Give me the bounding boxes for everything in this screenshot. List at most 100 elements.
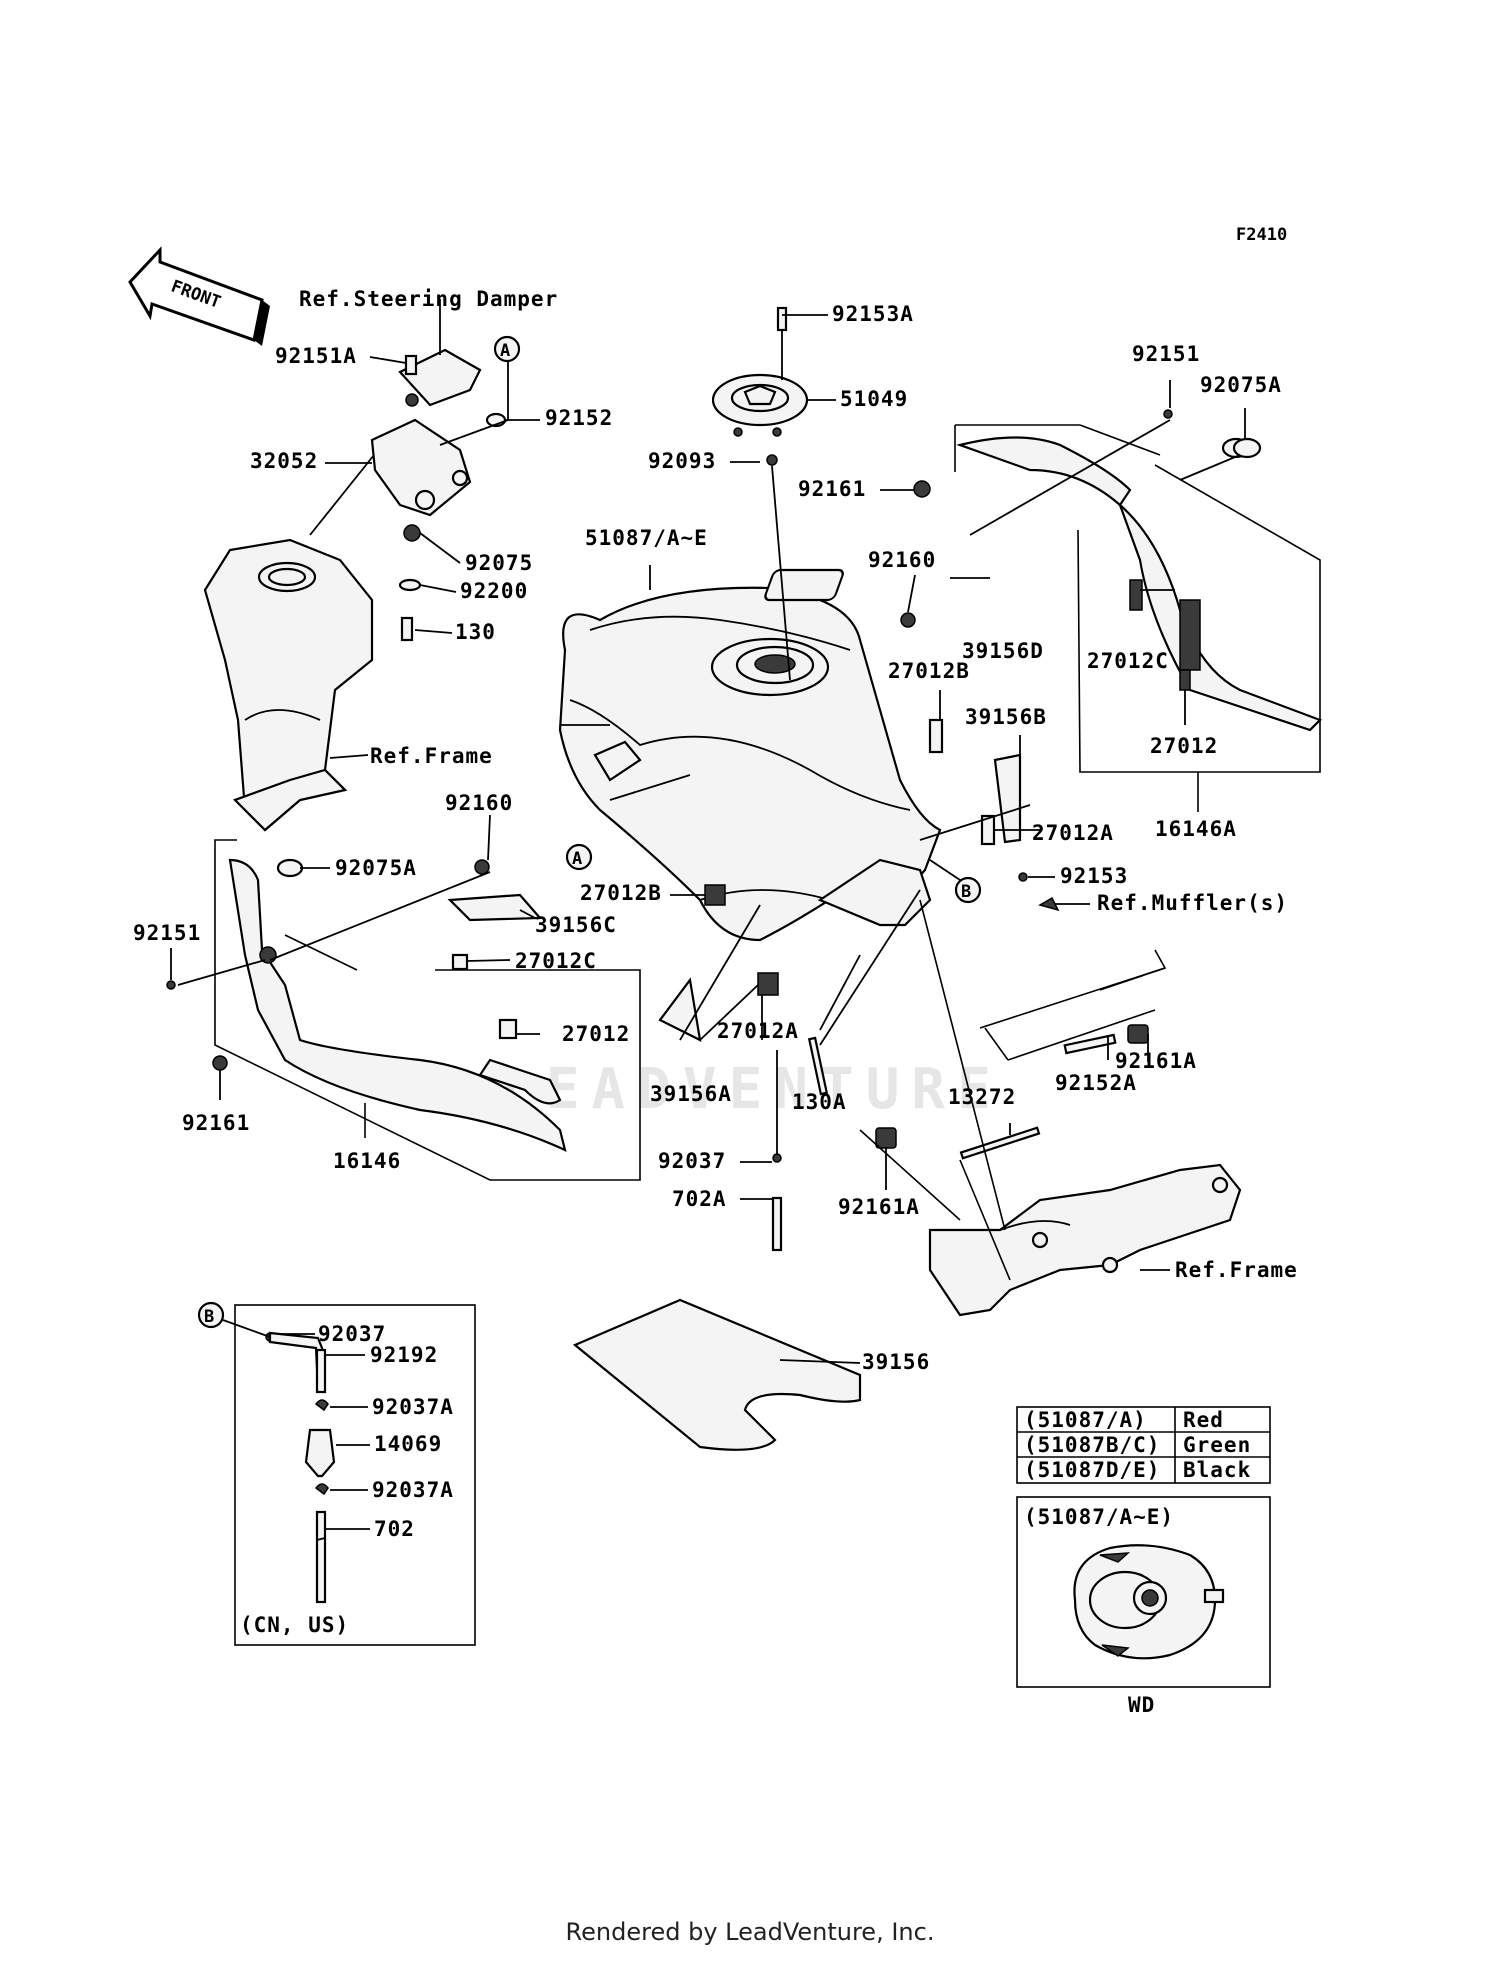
leaders-tank bbox=[560, 314, 1040, 881]
cap-92075A-right bbox=[1232, 437, 1262, 459]
label-92153A: 92153A bbox=[832, 302, 914, 326]
label-27012B-top: 27012B bbox=[888, 659, 970, 683]
label-92151-left: 92151 bbox=[133, 921, 201, 945]
leaders-lower-left bbox=[170, 814, 921, 1200]
label-27012A-mid: 27012A bbox=[717, 1019, 799, 1043]
color-table: (51087/A) Red (51087B/C) Green (51087D/E… bbox=[1016, 1406, 1271, 1484]
pad-39156D bbox=[764, 568, 844, 602]
label-92160-left: 92160 bbox=[445, 791, 513, 815]
label-51049: 51049 bbox=[840, 387, 908, 411]
frame-lower-right bbox=[859, 899, 1167, 1281]
leaders-right bbox=[969, 380, 1246, 725]
bolt-92151-right bbox=[1163, 409, 1173, 419]
rear-frame-part bbox=[928, 1163, 1242, 1317]
ref-frame-left: Ref.Frame bbox=[370, 744, 493, 768]
label-27012-left: 27012 bbox=[562, 1022, 630, 1046]
pad-39156C bbox=[447, 893, 543, 922]
tank-top-view bbox=[1073, 1544, 1225, 1660]
label-14069: 14069 bbox=[374, 1432, 442, 1456]
label-16146: 16146 bbox=[333, 1149, 401, 1173]
fuel-cap-51049 bbox=[711, 373, 809, 437]
pad-27012B-mid bbox=[704, 884, 726, 906]
label-27012B-mid: 27012B bbox=[580, 881, 662, 905]
marker-b-inset bbox=[197, 1301, 225, 1329]
label-27012C-right: 27012C bbox=[1087, 649, 1169, 673]
label-130: 130 bbox=[455, 620, 496, 644]
leaders-lower-right bbox=[885, 876, 1170, 1271]
frame-16146A bbox=[954, 424, 1321, 812]
label-92160-top: 92160 bbox=[868, 548, 936, 572]
bolt-92153A bbox=[776, 306, 788, 332]
label-92075A-right: 92075A bbox=[1200, 373, 1282, 397]
marker-a-mid-label: A bbox=[572, 849, 582, 869]
label-32052: 32052 bbox=[250, 449, 318, 473]
grommet-92075 bbox=[403, 524, 421, 542]
label-16146A: 16146A bbox=[1155, 817, 1237, 841]
color-row-2-code: (51087B/C) bbox=[1024, 1433, 1160, 1457]
label-cn-us: (CN, US) bbox=[240, 1613, 349, 1637]
color-row-2-color: Green bbox=[1183, 1433, 1251, 1457]
label-92151-right: 92151 bbox=[1132, 342, 1200, 366]
hose-702A bbox=[771, 1196, 783, 1252]
damper-92161A-right bbox=[1127, 1024, 1149, 1044]
footer-credit: Rendered by LeadVenture, Inc. bbox=[565, 1918, 935, 1946]
watermark: LEADVENTURE bbox=[500, 1057, 1003, 1122]
marker-a-top-label: A bbox=[500, 341, 510, 361]
collar-92152A bbox=[1063, 1033, 1117, 1055]
marker-b-mid-label: B bbox=[961, 882, 971, 902]
pad-39156B bbox=[993, 753, 1022, 844]
wd-box bbox=[1016, 1496, 1271, 1688]
label-39156D: 39156D bbox=[962, 639, 1044, 663]
label-92075A-left: 92075A bbox=[335, 856, 417, 880]
label-51087: 51087/A~E bbox=[585, 526, 708, 550]
pad-39156A bbox=[658, 977, 702, 1042]
bolt-130 bbox=[400, 616, 414, 642]
breather-assembly bbox=[265, 1331, 336, 1604]
figure-code: F2410 bbox=[1236, 225, 1287, 245]
label-39156: 39156 bbox=[862, 1350, 930, 1374]
label-13272: 13272 bbox=[948, 1085, 1016, 1109]
grommet-92161-left bbox=[212, 1055, 228, 1071]
label-130A: 130A bbox=[792, 1090, 847, 1114]
marker-a-top bbox=[493, 335, 521, 363]
marker-b-inset-label: B bbox=[204, 1307, 214, 1327]
grommet-92160-left bbox=[474, 859, 490, 875]
cap-92075A-left bbox=[276, 858, 304, 878]
rod-13272 bbox=[959, 1126, 1041, 1160]
grommet-92160-top bbox=[900, 612, 916, 628]
pad-27012C-left bbox=[451, 953, 469, 971]
pad-27012A-mid bbox=[757, 972, 779, 996]
wd-label: WD bbox=[1128, 1693, 1155, 1717]
label-702: 702 bbox=[374, 1517, 415, 1541]
label-92037-mid: 92037 bbox=[658, 1149, 726, 1173]
clamp-92037-mid bbox=[772, 1153, 782, 1163]
ref-steering-damper: Ref.Steering Damper bbox=[299, 287, 558, 311]
damper-92161A-mid bbox=[875, 1127, 897, 1149]
label-92152: 92152 bbox=[545, 406, 613, 430]
front-frame-part bbox=[203, 538, 374, 832]
label-92093: 92093 bbox=[648, 449, 716, 473]
pad-27012B-top bbox=[928, 718, 944, 754]
label-39156B: 39156B bbox=[965, 705, 1047, 729]
label-92153: 92153 bbox=[1060, 864, 1128, 888]
label-92037A-2: 92037A bbox=[372, 1478, 454, 1502]
leader-39156 bbox=[779, 1359, 861, 1364]
bolt-92151A bbox=[404, 354, 418, 376]
pad-27012-left bbox=[498, 1018, 518, 1040]
label-92161A-right: 92161A bbox=[1115, 1049, 1197, 1073]
oring-92093 bbox=[766, 454, 778, 466]
color-row-1-color: Red bbox=[1183, 1408, 1224, 1432]
label-39156C: 39156C bbox=[535, 913, 617, 937]
label-92152A: 92152A bbox=[1055, 1071, 1137, 1095]
label-92161A-mid: 92161A bbox=[838, 1195, 920, 1219]
grommet-92161-top bbox=[913, 480, 931, 498]
wd-box-title: (51087/A~E) bbox=[1024, 1505, 1174, 1529]
bolt-92153 bbox=[1018, 872, 1028, 882]
pad-39156 bbox=[572, 1298, 862, 1451]
color-row-3-code: (51087D/E) bbox=[1024, 1458, 1160, 1482]
bracket-32052 bbox=[370, 348, 482, 517]
label-39156A: 39156A bbox=[650, 1082, 732, 1106]
marker-a-mid bbox=[565, 843, 593, 871]
label-92161-top: 92161 bbox=[798, 477, 866, 501]
